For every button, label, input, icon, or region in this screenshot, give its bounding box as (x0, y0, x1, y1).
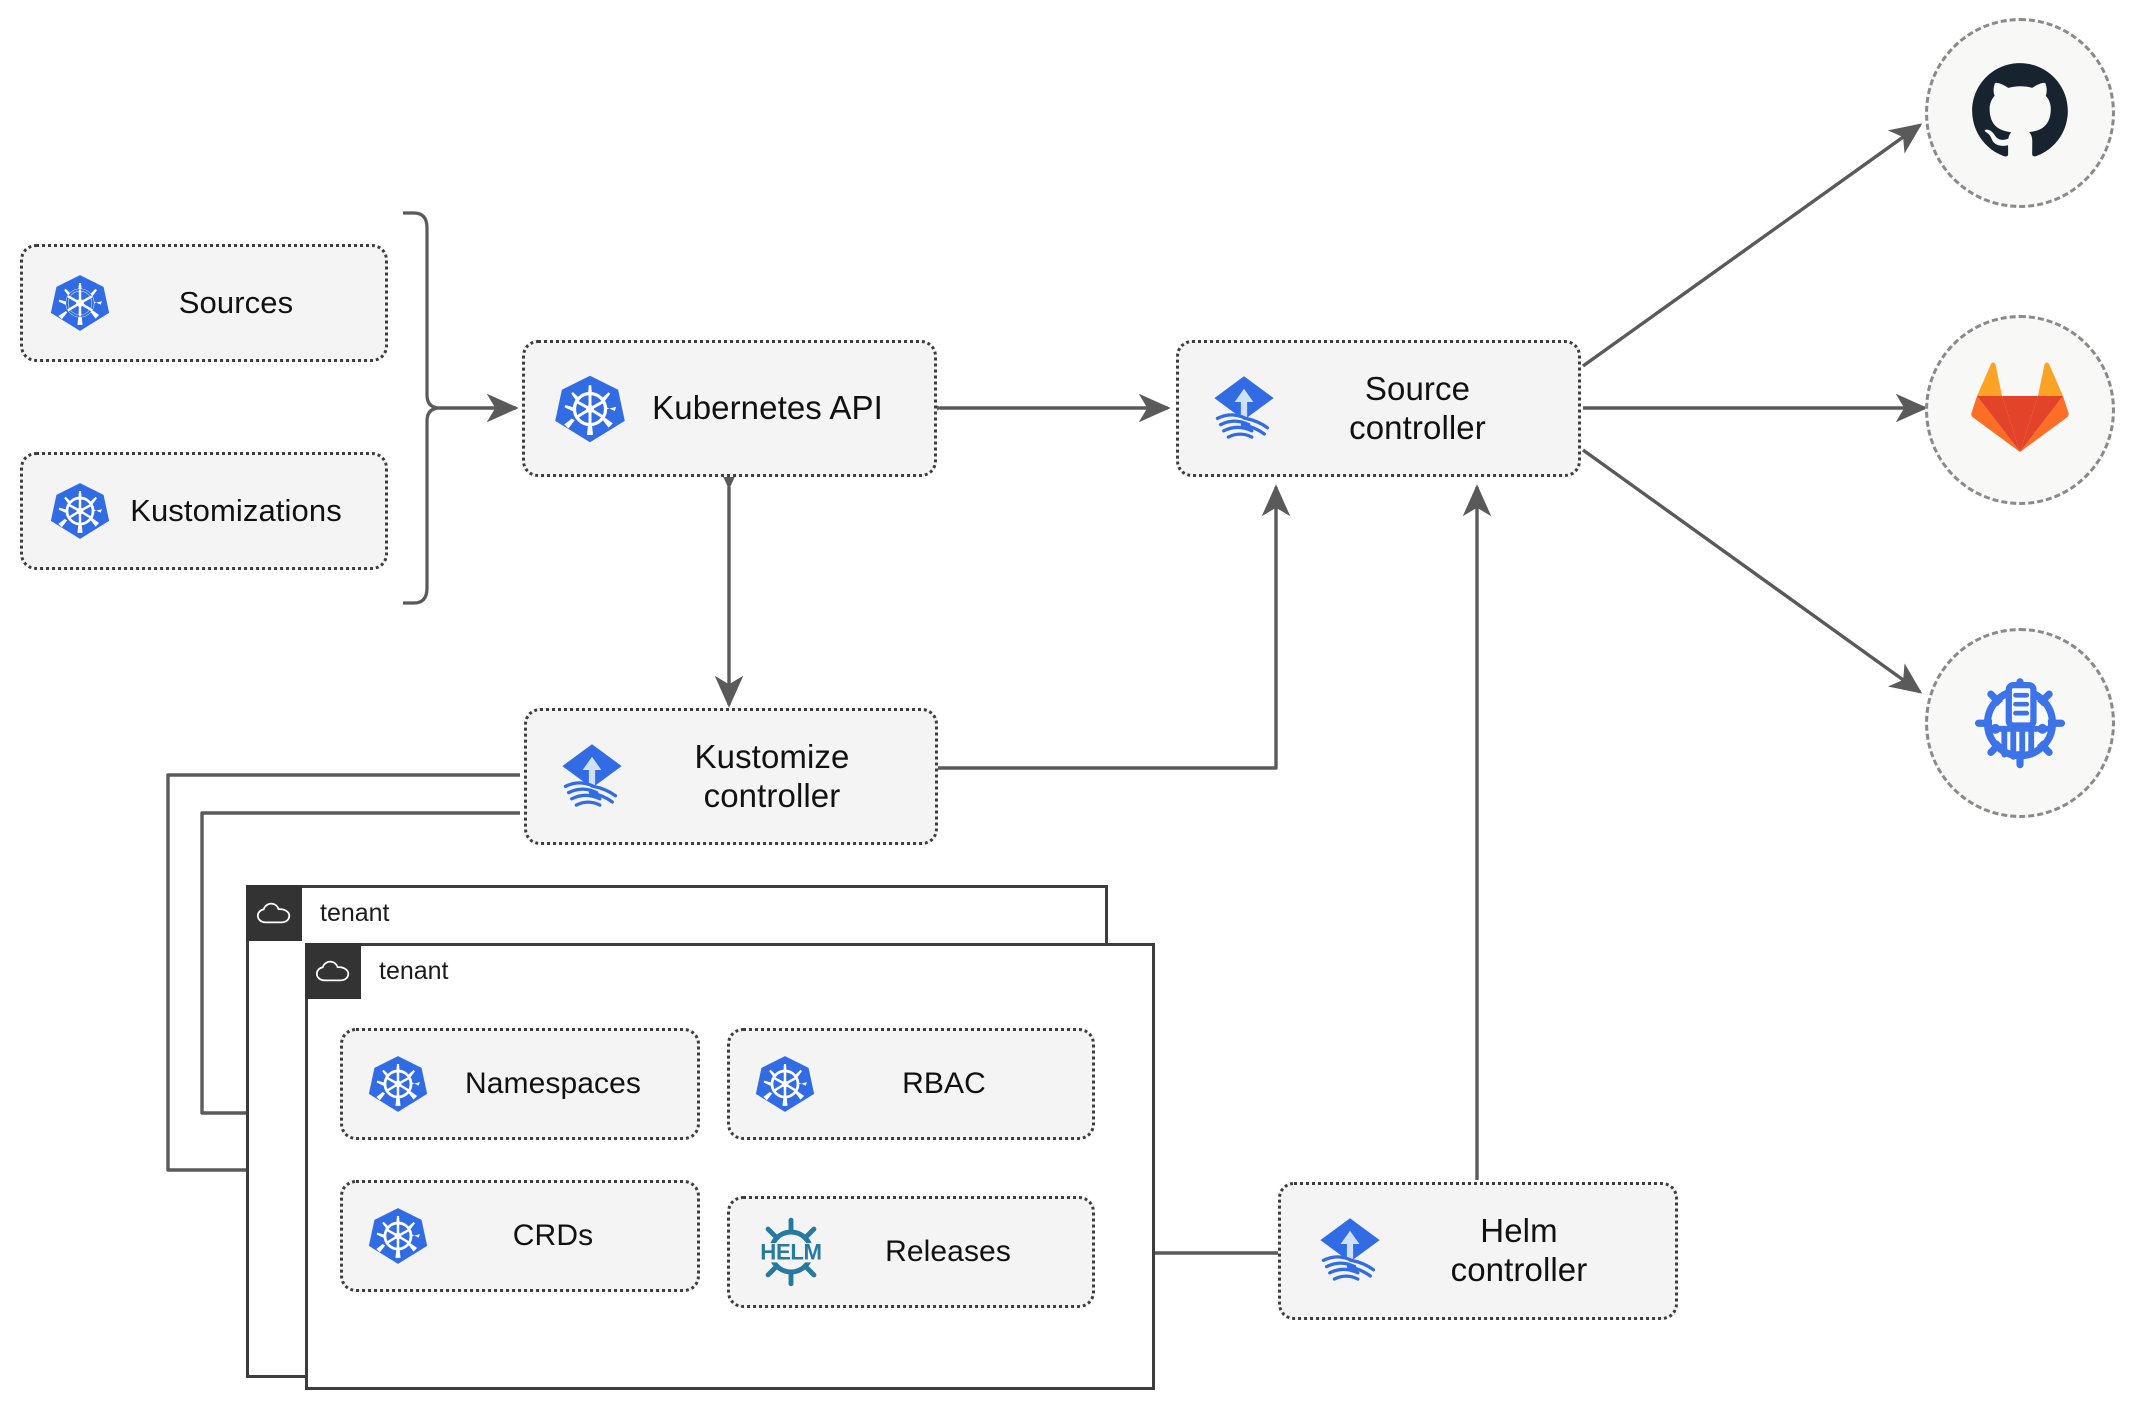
kubernetes-icon (367, 1205, 429, 1267)
kubernetes-icon (49, 272, 111, 334)
node-crds[interactable]: CRDs (340, 1180, 700, 1292)
node-label: Sources (178, 284, 294, 320)
node-kubernetes-api[interactable]: Kubernetes API (522, 340, 937, 477)
tenant-header: tenant (305, 943, 449, 999)
node-sources[interactable]: Sources (20, 244, 388, 362)
node-rbac[interactable]: RBAC (727, 1028, 1095, 1140)
endpoint-helm-repo[interactable] (1925, 628, 2115, 818)
node-label: Namespaces (464, 1067, 642, 1101)
node-kustomizations[interactable]: Kustomizations (20, 452, 388, 570)
tenant-container-inner[interactable]: tenant (305, 943, 1155, 1390)
node-namespaces[interactable]: Namespaces (340, 1028, 700, 1140)
gitlab-icon (1970, 360, 2070, 461)
node-label: Kustomize controller (694, 737, 850, 814)
node-label: RBAC (902, 1067, 986, 1101)
helm-chart-repository-icon (1964, 665, 2076, 782)
node-label: Releases (885, 1235, 1011, 1269)
node-label: Source controller (1349, 369, 1486, 446)
kubernetes-icon (367, 1053, 429, 1115)
flux-icon (553, 738, 631, 816)
node-label: Kustomizations (130, 492, 342, 528)
tenant-label: tenant (379, 956, 449, 985)
node-source-controller[interactable]: Source controller (1176, 340, 1581, 477)
node-label: Helm controller (1450, 1212, 1588, 1288)
helm-icon: HELM (754, 1215, 828, 1289)
tenant-header: tenant (246, 885, 390, 941)
tenant-label: tenant (320, 898, 390, 927)
node-label: Kubernetes API (652, 389, 883, 427)
github-icon (1968, 59, 2072, 168)
endpoint-gitlab[interactable] (1925, 315, 2115, 505)
flux-icon (1311, 1212, 1389, 1290)
svg-text:HELM: HELM (760, 1239, 821, 1264)
endpoint-github[interactable] (1925, 18, 2115, 208)
flux-icon (1205, 370, 1283, 448)
kubernetes-icon (49, 480, 111, 542)
node-label: CRDs (512, 1219, 594, 1253)
kubernetes-icon (754, 1053, 816, 1115)
node-helm-controller[interactable]: Helm controller (1278, 1182, 1678, 1320)
node-kustomize-controller[interactable]: Kustomize controller (524, 708, 938, 845)
cloud-icon (246, 885, 302, 941)
cloud-icon (305, 943, 361, 999)
node-releases[interactable]: HELM Releases (727, 1196, 1095, 1308)
kubernetes-icon (553, 372, 627, 446)
